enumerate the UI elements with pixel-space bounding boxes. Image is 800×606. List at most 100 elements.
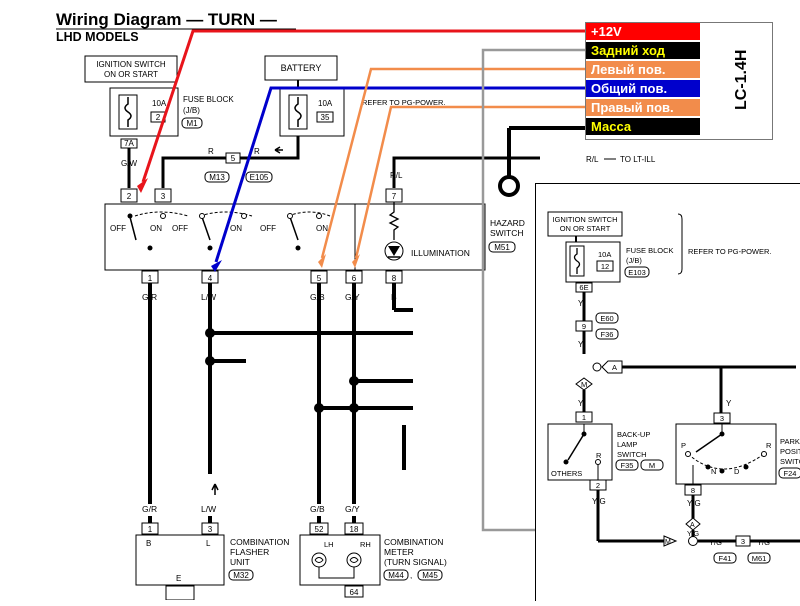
meter-conn1: M44 [388, 571, 404, 580]
meter-pin-64 [344, 585, 364, 598]
sub-wire-y-label-2: Y [578, 340, 584, 349]
to-lt-ill-label: TO LT-ILL [620, 155, 656, 164]
switch-common-2 [207, 245, 213, 251]
ignition-switch-box [84, 55, 178, 83]
sub-wire-yg-label-5: Y/G [757, 538, 770, 547]
switch-on-2: ON [230, 224, 242, 233]
flasher-label-1: COMBINATION [230, 537, 289, 547]
sub-wire-y-label-4: Y [726, 399, 732, 408]
sub-refer-label: REFER TO PG-POWER. [688, 247, 771, 256]
sub-backup-pin-2: 2 [596, 481, 600, 490]
annotation-12v-arrow [137, 178, 148, 193]
diagram-title: Wiring Diagram — TURN — [56, 10, 277, 29]
fuse-left-num: 2 [156, 113, 161, 122]
meter-rh-lamp-icon [346, 552, 362, 568]
sub-park-contact-r [761, 451, 767, 457]
legend-row-ground: Масса [586, 118, 700, 136]
sub-conn-e60-badge [595, 312, 619, 324]
sub-pin-9-box [575, 320, 593, 332]
sub-node-m: M [581, 380, 587, 389]
pin-top-7-label: 7 [392, 192, 397, 201]
sub-ignition-label: IGNITION SWITCH [553, 215, 618, 224]
legend-row-reverse: Задний ход [586, 42, 700, 60]
sub-park-contact-p [685, 451, 691, 457]
annotation-left-turn-arrow [318, 254, 326, 268]
sub-backup-label-1: BACK-UP [617, 430, 650, 439]
sub-backup-m-badge [640, 459, 664, 471]
legend-code: LC-1.4H [733, 49, 750, 110]
flasher-pin-e: E [176, 574, 181, 583]
sub-backup-pin-1-box [575, 411, 593, 423]
switch-blade-2 [201, 216, 211, 241]
switch-link-1 [134, 211, 189, 217]
sub-fuse-num-box [596, 260, 614, 272]
annotation-common-wire [214, 86, 585, 263]
conn-e105: E105 [250, 173, 269, 182]
meter-conn2-badge [417, 569, 443, 581]
conn-pin5: 5 [231, 154, 236, 163]
flasher-pin-3-label: 3 [208, 525, 213, 534]
sub-conn-e60: E60 [600, 314, 613, 323]
sub-backup-pin-1: 1 [582, 413, 586, 422]
arrow-left-icon [274, 146, 283, 154]
illumination-diode-icon [388, 246, 400, 256]
switch-blade-1 [129, 216, 137, 241]
sub-park-conn: F24 [784, 469, 797, 478]
sub-wire-yg-label-1: Y/G [592, 497, 606, 506]
flasher-wire-gr: G/R [142, 504, 157, 514]
ignition-switch-state: ON OR START [104, 70, 158, 79]
flasher-wire-lw: L/W [201, 504, 216, 514]
sub-wire-yg-label-3: Y/G [687, 531, 699, 538]
pin-top-3 [154, 188, 172, 203]
refer-pg-power-label: REFER TO PG-POWER. [362, 98, 445, 107]
sub-backup-contact-others [563, 459, 569, 465]
subdiagram-svg: IGNITION SWITCH ON OR START 10A 1 2 FUSE … [547, 211, 800, 564]
switch-contact-1 [127, 213, 133, 219]
sub-wire-y-label-3: Y [578, 399, 584, 408]
meter-label-1: COMBINATION [384, 537, 443, 547]
sub-fuse-block-sub: (J/B) [626, 256, 642, 265]
illumination-resistor [388, 202, 400, 240]
switch-on-3: ON [316, 224, 328, 233]
sub-conn-f41-badge [713, 552, 737, 564]
sub-ignition-state: ON OR START [560, 224, 611, 233]
pin-bottom-4-label: 4 [208, 274, 213, 283]
sub-park-label-2: POSIT [780, 447, 800, 456]
sub-backup-m: M [649, 461, 655, 470]
legend-row-common-turn: Общий пов. [586, 80, 700, 98]
fuse-block-left-conn: M1 [186, 119, 198, 128]
fuse-left-symbol [124, 97, 132, 127]
meter-wire-gb: G/B [310, 504, 325, 514]
switch-link-2 [199, 211, 253, 217]
wire-r-label-1: R [208, 147, 214, 156]
meter-pin-18-label: 18 [350, 525, 359, 534]
sub-ignition-box [547, 211, 623, 237]
sub-conn-f41: F41 [719, 554, 732, 563]
sub-backup-conn-badge [615, 459, 639, 471]
sub-node-a-bottom: A [690, 522, 695, 529]
battery-box [264, 55, 338, 81]
sub-fuse-block-label: FUSE BLOCK [626, 246, 674, 255]
flasher-pin-1 [141, 522, 159, 535]
sub-park-n-label: N [711, 467, 716, 476]
sub-park-contact-n [719, 468, 725, 474]
sub-fuse-rating: 10A [598, 250, 611, 259]
flasher-pin-3 [201, 522, 219, 535]
legend-row-right-turn: Правый пов. [586, 99, 700, 117]
pin-top-2 [120, 188, 138, 203]
switch-contact-5 [287, 213, 293, 219]
wire-rl [392, 156, 540, 188]
sub-conn-m61-badge [747, 552, 771, 564]
wire-rl-label: R/L [586, 155, 599, 164]
pin-bottom-5-label: 5 [317, 274, 322, 283]
sub-node-m-tag [575, 377, 593, 391]
sub-park-conn-badge [778, 467, 800, 479]
fuse-battery-symbol [294, 97, 302, 127]
meter-conn-comma: , [410, 571, 412, 580]
switch-link-3 [287, 211, 331, 217]
switch-contact-3 [199, 213, 205, 219]
flasher-pin-1-label: 1 [148, 525, 153, 534]
switch-contact-2 [160, 213, 166, 219]
meter-pin-52-label: 52 [315, 525, 324, 534]
sub-park-contact-d [743, 464, 749, 470]
